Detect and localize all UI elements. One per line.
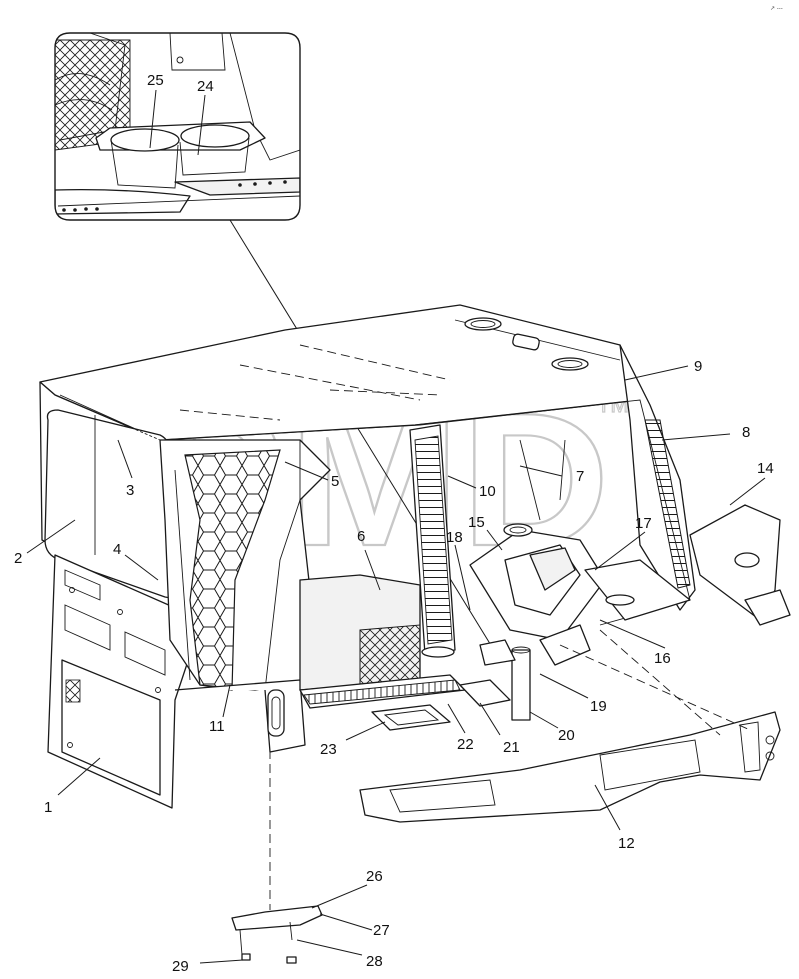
callout-10: 10 xyxy=(479,483,496,500)
callout-17: 17 xyxy=(635,515,652,532)
small-bracket-assembly xyxy=(231,905,323,931)
callout-6: 6 xyxy=(357,528,365,545)
cab-body xyxy=(39,304,791,964)
inset-leader-line xyxy=(229,219,501,661)
callout-12: 12 xyxy=(618,835,635,852)
callout-1: 1 xyxy=(44,799,52,816)
callout-26: 26 xyxy=(366,868,383,885)
step-panel xyxy=(174,679,306,753)
callout-21: 21 xyxy=(503,739,520,756)
inset-frame xyxy=(54,32,301,221)
callout-numbers: 1 2 3 4 5 6 7 8 9 10 11 12 14 15 16 17 1… xyxy=(14,72,774,975)
callout-25: 25 xyxy=(147,72,164,89)
callout-11: 11 xyxy=(209,718,225,735)
lower-frame-rail xyxy=(359,711,781,823)
callout-19: 19 xyxy=(590,698,607,715)
callout-15: 15 xyxy=(468,514,485,531)
detail-inset xyxy=(54,32,301,221)
callout-22: 22 xyxy=(457,736,474,753)
callout-29: 29 xyxy=(172,958,189,975)
callout-24: 24 xyxy=(197,78,214,95)
callout-18: 18 xyxy=(446,529,463,546)
callout-4: 4 xyxy=(113,541,121,558)
callout-16: 16 xyxy=(654,650,671,667)
callout-20: 20 xyxy=(558,727,575,744)
callout-28: 28 xyxy=(366,953,383,970)
callout-8: 8 xyxy=(742,424,750,441)
callout-3: 3 xyxy=(126,482,134,499)
callout-9: 9 xyxy=(694,358,702,375)
rear-pillar-seal xyxy=(644,419,691,589)
callout-leaders xyxy=(26,89,766,964)
callout-2: 2 xyxy=(14,550,22,567)
step-plate xyxy=(371,704,451,731)
callout-14: 14 xyxy=(757,460,774,477)
callout-7: 7 xyxy=(576,468,584,485)
callout-5: 5 xyxy=(331,473,339,490)
corner-mark: ↗ --- xyxy=(770,6,783,12)
callout-23: 23 xyxy=(320,741,337,758)
callout-27: 27 xyxy=(373,922,390,939)
